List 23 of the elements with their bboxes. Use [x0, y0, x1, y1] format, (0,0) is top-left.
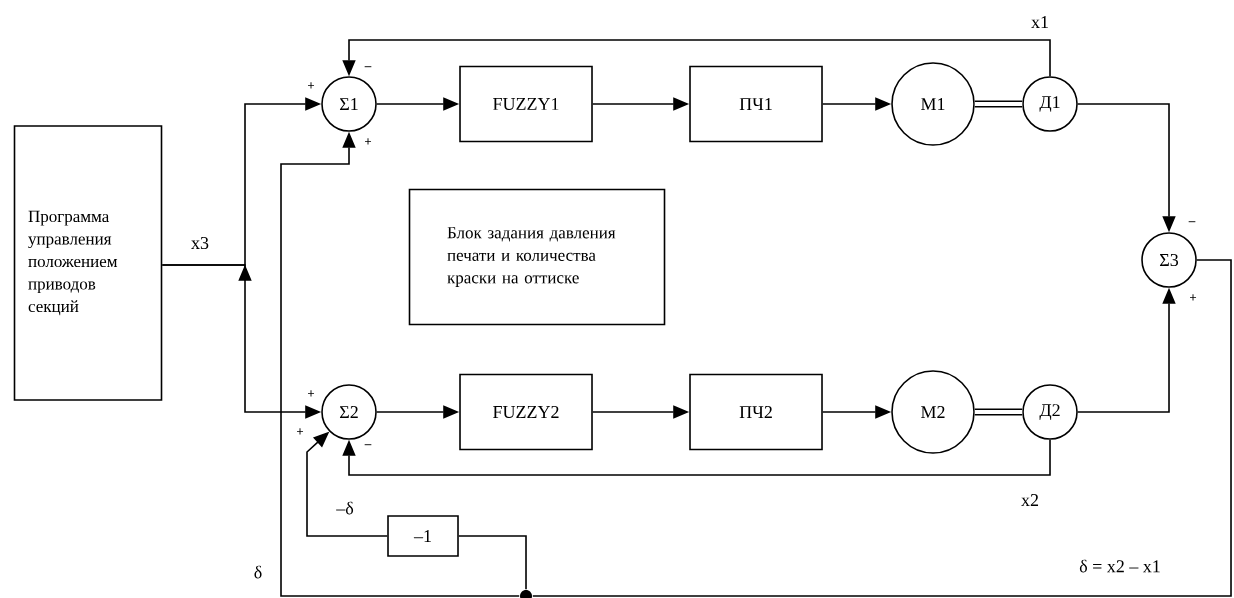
block-box: FUZZY1 [459, 65, 593, 143]
block-box: FUZZY2 [459, 373, 593, 451]
block-box: ПЧ1 [689, 65, 823, 143]
circle-block: Σ3 [1141, 232, 1197, 288]
circle-block: M2 [891, 370, 975, 454]
edge-label: x3 [190, 235, 210, 251]
edge-label: x1 [1030, 15, 1050, 29]
sign-label: + [297, 428, 304, 435]
block-box: ПЧ2 [689, 373, 823, 451]
edge-label: δ [252, 564, 264, 580]
circle-block: Σ2 [321, 384, 377, 440]
block-box: Программа управления положением приводов секций [13, 125, 163, 401]
arrow [342, 39, 1051, 77]
edge-label: –δ [335, 500, 355, 516]
circle-block: M1 [891, 62, 975, 146]
circle-block: Σ1 [321, 76, 377, 132]
formula-note: δ = x2 – x1 [1079, 559, 1160, 573]
block-box: –1 [387, 515, 459, 557]
block-box: Блок задания давления печати и количества краски на оттиске [408, 188, 666, 326]
edge-label: x2 [1020, 493, 1040, 507]
circle-block: Д2 [1022, 384, 1078, 440]
circle-block: Д1 [1022, 76, 1078, 132]
arrow [342, 439, 1051, 476]
